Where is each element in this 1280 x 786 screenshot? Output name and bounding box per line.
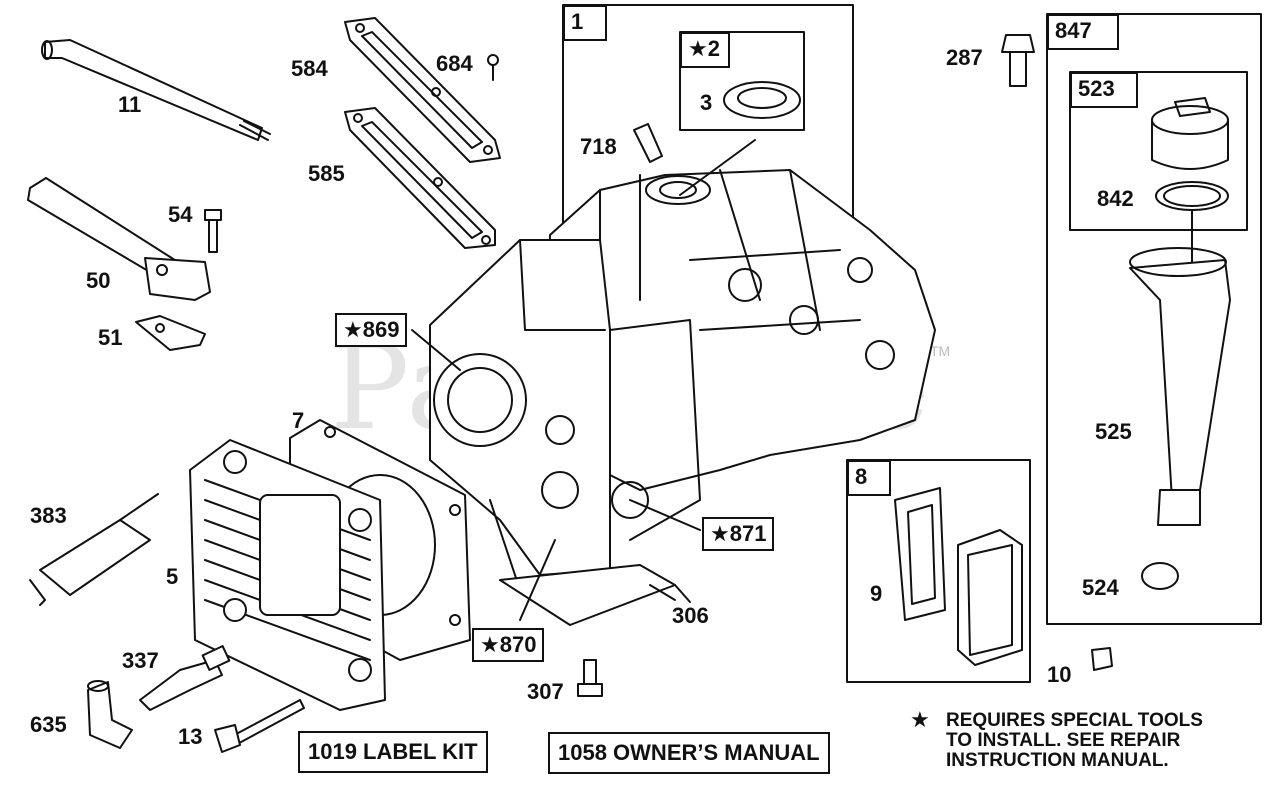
group-label-1: 1: [563, 5, 607, 41]
gasket-585: [344, 107, 496, 249]
ignition-383: [29, 493, 159, 606]
callout-585[interactable]: 585: [308, 161, 345, 186]
gasket-51: [135, 315, 206, 351]
footnote-line-1: REQUIRES SPECIAL TOOLS: [946, 710, 1203, 731]
callout-718[interactable]: 718: [580, 134, 617, 159]
spark-plug-337: [139, 645, 231, 711]
callout-307[interactable]: 307: [527, 679, 564, 704]
callout-11[interactable]: 11: [118, 92, 142, 117]
breather-8: [957, 529, 1023, 666]
callout-870[interactable]: ★870: [472, 628, 545, 662]
callout-635[interactable]: 635: [30, 712, 67, 737]
callout-51[interactable]: 51: [98, 325, 123, 350]
group-label-8: 8: [847, 460, 891, 496]
callout-3[interactable]: 3: [700, 90, 713, 115]
oil-seal-3: [723, 81, 801, 119]
footnote-line-2: TO INSTALL. SEE REPAIR: [946, 730, 1181, 751]
callout-306[interactable]: 306: [672, 603, 709, 628]
group-label-847: 847: [1047, 14, 1119, 50]
cylinder-head-5: [189, 439, 386, 711]
leader-869: [411, 329, 461, 371]
bolt-13: [214, 699, 305, 753]
callout-13[interactable]: 13: [178, 724, 203, 749]
leader-1: [679, 139, 756, 196]
callout-684[interactable]: 684: [436, 51, 473, 76]
label-kit-box[interactable]: 1019 LABEL KIT: [298, 731, 488, 773]
group-frame-8: [846, 459, 1031, 683]
dipstick-cap-523: [1151, 97, 1229, 170]
callout-525[interactable]: 525: [1095, 419, 1132, 444]
group-label-523: 523: [1070, 72, 1138, 108]
callout-842[interactable]: 842: [1097, 186, 1134, 211]
callout-871[interactable]: ★871: [702, 517, 775, 551]
callout-287[interactable]: 287: [946, 45, 983, 70]
breather-tube-50: [27, 177, 211, 301]
group-frame-523: [1069, 71, 1248, 231]
gasket-306: [499, 564, 691, 626]
dipstick-tube-11: [41, 39, 271, 141]
group-frame-2: [679, 31, 805, 131]
callout-383[interactable]: 383: [30, 503, 67, 528]
callout-10[interactable]: 10: [1047, 662, 1072, 687]
owners-manual-box[interactable]: 1058 OWNER’S MANUAL: [548, 732, 830, 774]
screw-307: [577, 659, 603, 697]
callout-524[interactable]: 524: [1082, 575, 1119, 600]
callout-50[interactable]: 50: [86, 268, 111, 293]
callout-584[interactable]: 584: [291, 56, 328, 81]
screw-54: [204, 209, 222, 253]
leader-871: [629, 499, 701, 531]
gasket-584: [344, 17, 501, 163]
o-ring-524: [1141, 562, 1179, 590]
callout-337[interactable]: 337: [122, 648, 159, 673]
screw-10: [1091, 647, 1113, 671]
watermark-tm: TM: [930, 343, 951, 359]
group-frame-847: [1046, 13, 1262, 625]
callout-869[interactable]: ★869: [335, 313, 408, 347]
gasket-9: [894, 487, 946, 621]
leader-870: [519, 539, 556, 621]
screw-287: [1001, 34, 1035, 87]
group-label-2: ★2: [680, 32, 730, 68]
callout-9[interactable]: 9: [870, 581, 883, 606]
callout-54[interactable]: 54: [168, 202, 193, 227]
boot-635: [87, 680, 133, 749]
callout-5[interactable]: 5: [166, 564, 179, 589]
callout-7[interactable]: 7: [292, 408, 305, 433]
leader-306: [649, 584, 676, 601]
cylinder-block: [429, 169, 936, 591]
footnote-star-icon: ★: [910, 707, 930, 732]
footnote-line-3: INSTRUCTION MANUAL.: [946, 750, 1169, 771]
fill-tube-525: [1129, 209, 1231, 526]
dowel-718: [633, 123, 663, 163]
screw-684: [487, 54, 499, 81]
